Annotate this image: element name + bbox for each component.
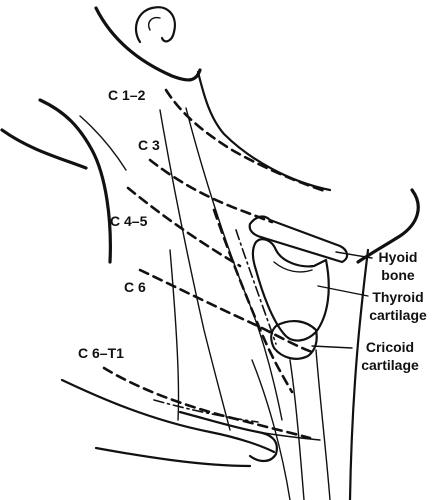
label-hyoid: Hyoid [379,249,418,265]
label-cricoid: Cricoid [366,339,414,355]
label-thyroid: Thyroid [372,289,423,305]
label-c4-5: C 4–5 [110,213,148,229]
front-neck-outline [348,188,420,500]
label-c3: C 3 [138,137,160,153]
boundary-midline [235,229,277,345]
boundary-c3 [148,158,274,224]
clavicle [178,410,321,463]
label-c6: C 6 [124,279,146,295]
label-c1-2: C 1–2 [108,87,146,103]
boundary-lower [153,399,259,423]
boundary-c4-5 [126,186,242,268]
label-thyroid-cartilage: cartilage [369,307,427,323]
structure-labels: Hyoid bone Thyroid cartilage Cricoid car… [361,249,427,373]
trachea-outline [289,349,331,500]
back-neck-outline [0,98,276,468]
ear [134,6,176,44]
boundary-c6 [138,268,314,354]
jaw-outline [94,6,332,192]
label-c6-t1: C 6–T1 [78,345,124,361]
label-leaders [311,251,373,349]
cricoid-cartilage-shape [270,320,318,360]
boundary-c1-2 [164,88,330,194]
sternocleidomastoid-outline [159,107,291,500]
level-labels: C 1–2 C 3 C 4–5 C 6 C 6–T1 [78,87,160,361]
label-bone: bone [381,267,415,283]
dermatome-boundaries [102,88,330,440]
label-cricoid-cartilage: cartilage [361,357,419,373]
boundary-sternal [212,208,294,394]
